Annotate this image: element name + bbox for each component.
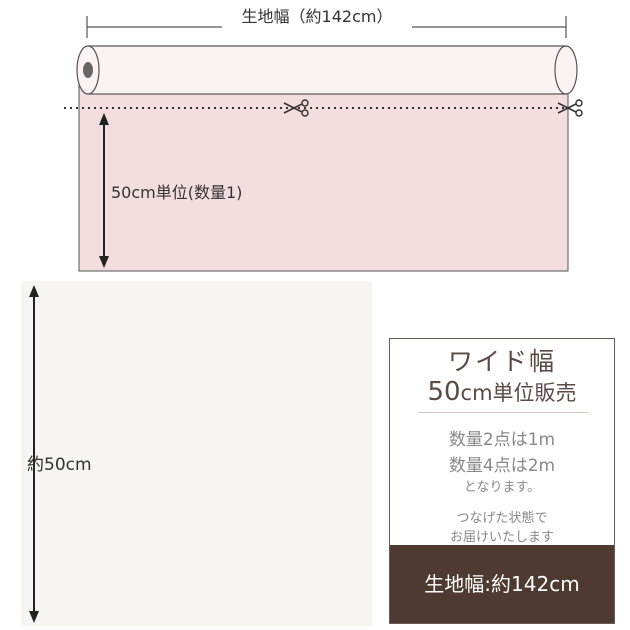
info-subtitle: 50cm単位販売 bbox=[390, 377, 614, 407]
info-divider bbox=[418, 412, 588, 413]
roll-core bbox=[83, 62, 93, 78]
arrow-up-icon bbox=[29, 285, 39, 297]
arrow-down-icon bbox=[29, 611, 39, 623]
width-label: 生地幅（約142cm） bbox=[242, 7, 393, 26]
arrow-down-icon bbox=[99, 256, 109, 268]
fabric-roll-diagram: 生地幅（約142cm） 50cm単位(数量1) bbox=[64, 5, 583, 272]
roll-end-right bbox=[554, 45, 578, 95]
info-footer: 生地幅:約142cm bbox=[390, 545, 614, 623]
height-label: 50cm単位(数量1) bbox=[111, 183, 242, 202]
info-subtitle-rest: cm単位販売 bbox=[460, 381, 577, 405]
info-line-5: お届けいたします bbox=[449, 530, 554, 545]
fabric-panel bbox=[78, 69, 569, 272]
info-line-1: 数量2点は1m bbox=[448, 430, 556, 450]
arrow-up-icon bbox=[99, 113, 109, 125]
info-title: ワイド幅 bbox=[447, 347, 556, 376]
info-line-3: となります。 bbox=[463, 480, 541, 495]
info-subtitle-number: 50 bbox=[427, 377, 461, 407]
info-line-4: つなげた状態で bbox=[456, 511, 548, 526]
info-box: ワイド幅 50cm単位販売 数量2点は1m 数量4点は2m となります。 つなげ… bbox=[389, 338, 615, 624]
scissors-icon bbox=[283, 99, 309, 117]
swatch-height-label: 約50cm bbox=[27, 455, 92, 475]
swatch-height-arrow bbox=[29, 285, 39, 623]
fabric-roll bbox=[87, 45, 567, 95]
info-line-2: 数量4点は2m bbox=[448, 456, 556, 476]
scissors-icon bbox=[557, 99, 583, 117]
fabric-swatch bbox=[21, 281, 372, 626]
